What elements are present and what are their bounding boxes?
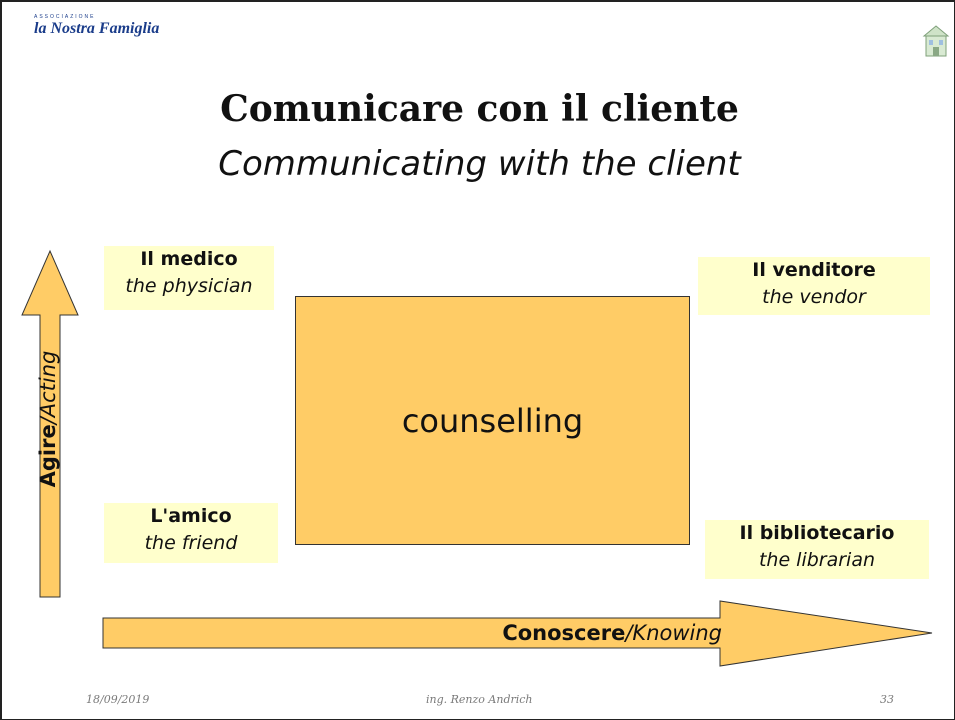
quadrant-bottom-right-title: Il bibliotecario [739, 522, 895, 544]
horizontal-axis-label-italic: /Knowing [625, 621, 722, 645]
counselling-box: counselling [295, 296, 690, 545]
organization-logo: ASSOCIAZIONE la Nostra Famiglia [34, 14, 194, 48]
horizontal-axis-arrow [102, 600, 933, 667]
quadrant-bottom-left-title: L'amico [150, 505, 232, 527]
logo-small-text: ASSOCIAZIONE [34, 14, 96, 20]
quadrant-top-left: Il medico the physician [104, 246, 274, 310]
counselling-label: counselling [401, 401, 584, 440]
vertical-axis-label-italic: /Acting [36, 350, 60, 425]
quadrant-bottom-left: L'amico the friend [104, 503, 278, 563]
quadrant-top-right-title: Il venditore [752, 259, 876, 281]
quadrant-top-right: Il venditore the vendor [698, 257, 930, 315]
quadrant-bottom-left-subtitle: the friend [144, 532, 238, 554]
quadrant-bottom-right-subtitle: the librarian [758, 549, 876, 571]
quadrant-top-left-subtitle: the physician [125, 275, 253, 297]
slide-title: Comunicare con il cliente [220, 88, 739, 130]
footer-date: 18/09/2019 [86, 693, 150, 706]
logo-text: la Nostra Famiglia [34, 20, 160, 37]
horizontal-axis-label-bold: Conoscere [502, 621, 626, 645]
vertical-axis-label-bold: Agire [36, 424, 60, 488]
building-icon [922, 25, 950, 57]
footer-author: ing. Renzo Andrich [426, 693, 533, 706]
quadrant-top-left-title: Il medico [140, 248, 238, 270]
slide-subtitle: Communicating with the client [218, 144, 741, 184]
quadrant-top-right-subtitle: the vendor [762, 286, 866, 308]
quadrant-bottom-right: Il bibliotecario the librarian [705, 520, 929, 579]
horizontal-axis-label: Conoscere/Knowing [302, 621, 722, 645]
vertical-axis-arrow [21, 249, 79, 598]
footer-page-number: 33 [880, 693, 894, 706]
